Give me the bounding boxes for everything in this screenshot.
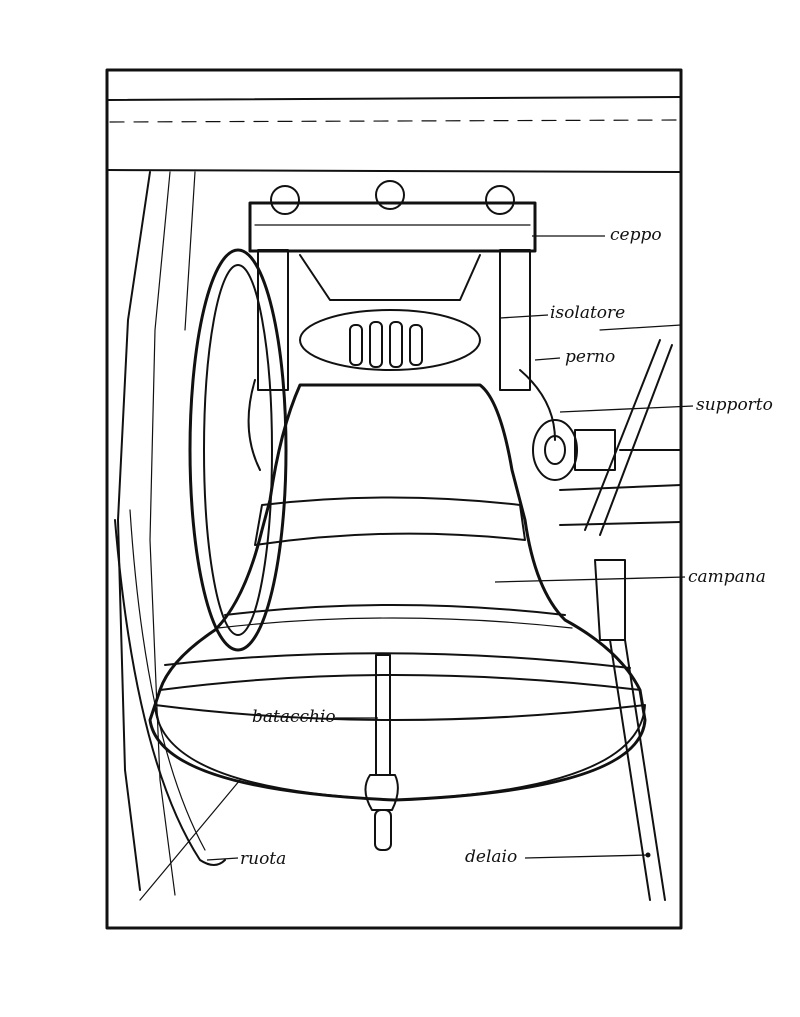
label-batacchio: batacchio — [252, 707, 336, 727]
label-ceppo: ceppo — [610, 225, 662, 245]
supporto-bearing — [247, 369, 616, 481]
delaio-lever — [139, 339, 673, 901]
campana-bell — [148, 383, 647, 802]
label-ruota: ruota — [240, 849, 286, 869]
label-isolatore: isolatore — [550, 303, 625, 323]
label-delaio: delaio — [465, 847, 517, 867]
label-campana: campana — [688, 567, 766, 587]
ceppo-headstock — [248, 180, 537, 391]
tower-frame — [117, 171, 682, 896]
leader-lines — [206, 235, 694, 861]
ruota-wheel — [114, 248, 288, 866]
drawing-frame — [105, 68, 683, 930]
label-supporto: supporto — [696, 395, 773, 415]
batacchio-clapper — [364, 654, 399, 851]
label-perno: perno — [565, 347, 615, 367]
isolatore-crown — [299, 309, 481, 371]
